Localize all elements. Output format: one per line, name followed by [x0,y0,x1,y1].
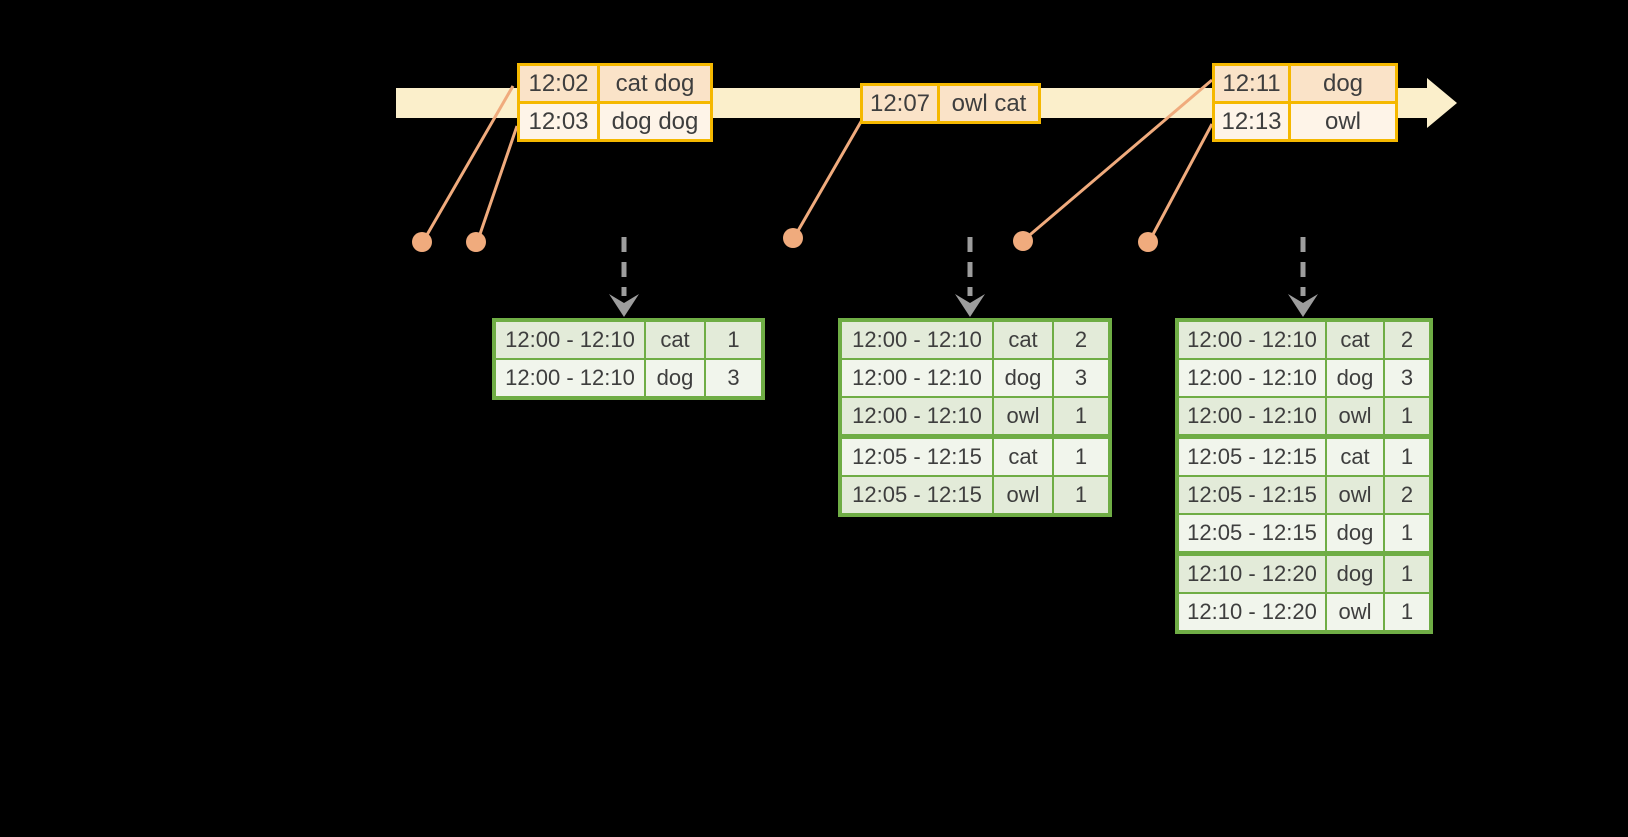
count-cell: 1 [1054,477,1108,513]
result-row: 12:00 - 12:10 owl 1 [1179,396,1429,434]
result-row: 12:10 - 12:20 dog 1 [1179,551,1429,592]
word-cell: cat [1327,439,1385,475]
word-cell: cat [1327,322,1385,358]
trigger-arrowheads [609,294,1318,317]
word-cell: cat [994,439,1054,475]
window-cell: 12:05 - 12:15 [842,477,994,513]
result-row: 12:00 - 12:10 dog 3 [496,358,761,396]
connector-line-1213 [1148,123,1214,241]
word-cell: dog [646,360,706,396]
event-row: 12:07 owl cat [863,86,1038,121]
event-dot-1202 [412,232,432,252]
count-cell: 3 [706,360,761,396]
word-cell: dog [1327,515,1385,551]
event-words: dog dog [600,104,710,139]
window-cell: 12:10 - 12:20 [1179,594,1327,630]
trigger-arrow-shafts [621,237,1306,296]
event-time: 12:02 [520,66,600,101]
window-cell: 12:00 - 12:10 [842,360,994,396]
event-table-1202-1203: 12:02 cat dog 12:03 dog dog [517,63,713,142]
event-row: 12:02 cat dog [520,66,710,101]
event-time: 12:07 [863,86,940,121]
word-cell: owl [994,477,1054,513]
word-cell: dog [994,360,1054,396]
event-dot-1211 [1013,231,1033,251]
result-row: 12:00 - 12:10 owl 1 [842,396,1108,434]
event-words: cat dog [600,66,710,101]
event-connectors [422,78,1214,241]
count-cell: 1 [1054,398,1108,434]
count-cell: 3 [1385,360,1429,396]
window-cell: 12:10 - 12:20 [1179,556,1327,592]
count-cell: 1 [1385,594,1429,630]
window-cell: 12:00 - 12:10 [842,398,994,434]
result-row: 12:00 - 12:10 cat 2 [842,322,1108,358]
word-cell: dog [1327,556,1385,592]
result-row: 12:05 - 12:15 owl 2 [1179,475,1429,513]
event-time: 12:13 [1215,104,1291,139]
word-cell: owl [994,398,1054,434]
count-cell: 1 [1385,515,1429,551]
result-row: 12:05 - 12:15 cat 1 [842,434,1108,475]
window-cell: 12:00 - 12:10 [496,360,646,396]
word-cell: dog [1327,360,1385,396]
event-dot-1203 [466,232,486,252]
event-words: owl cat [940,86,1038,121]
word-cell: owl [1327,594,1385,630]
word-cell: owl [1327,477,1385,513]
window-cell: 12:00 - 12:10 [1179,322,1327,358]
event-table-1211-1213: 12:11 dog 12:13 owl [1212,63,1398,142]
count-cell: 2 [1385,477,1429,513]
trigger-arrowhead-icon-1 [609,294,639,317]
event-words: owl [1291,104,1395,139]
word-cell: cat [994,322,1054,358]
event-dot-1213 [1138,232,1158,252]
count-cell: 1 [1385,398,1429,434]
event-time: 12:03 [520,104,600,139]
result-row: 12:00 - 12:10 cat 1 [496,322,761,358]
window-cell: 12:05 - 12:15 [1179,515,1327,551]
timeline-arrowhead-icon [1427,78,1457,128]
count-cell: 1 [1054,439,1108,475]
count-cell: 1 [1385,556,1429,592]
event-row: 12:11 dog [1215,66,1395,101]
count-cell: 1 [1385,439,1429,475]
event-dot-1207 [783,228,803,248]
trigger-arrowhead-icon-3 [1288,294,1318,317]
connector-line-1207 [793,119,864,237]
window-cell: 12:00 - 12:10 [496,322,646,358]
window-cell: 12:05 - 12:15 [842,439,994,475]
window-cell: 12:05 - 12:15 [1179,439,1327,475]
window-cell: 12:05 - 12:15 [1179,477,1327,513]
count-cell: 1 [706,322,761,358]
connector-line-1203 [476,125,519,241]
connector-line-1202 [422,85,515,241]
event-row: 12:13 owl [1215,101,1395,139]
window-cell: 12:00 - 12:10 [842,322,994,358]
connector-line-1211 [1024,78,1213,241]
event-row: 12:03 dog dog [520,101,710,139]
result-row: 12:05 - 12:15 cat 1 [1179,434,1429,475]
result-row: 12:00 - 12:10 cat 2 [1179,322,1429,358]
result-row: 12:00 - 12:10 dog 3 [842,358,1108,396]
event-dots [412,228,1158,252]
event-table-1207: 12:07 owl cat [860,83,1041,124]
trigger-arrowhead-icon-2 [955,294,985,317]
count-cell: 3 [1054,360,1108,396]
result-row: 12:05 - 12:15 owl 1 [842,475,1108,513]
count-cell: 2 [1054,322,1108,358]
result-table-3: 12:00 - 12:10 cat 2 12:00 - 12:10 dog 3 … [1175,318,1433,634]
window-cell: 12:00 - 12:10 [1179,398,1327,434]
result-row: 12:10 - 12:20 owl 1 [1179,592,1429,630]
result-table-2: 12:00 - 12:10 cat 2 12:00 - 12:10 dog 3 … [838,318,1112,517]
count-cell: 2 [1385,322,1429,358]
word-cell: owl [1327,398,1385,434]
window-cell: 12:00 - 12:10 [1179,360,1327,396]
word-cell: cat [646,322,706,358]
result-table-1: 12:00 - 12:10 cat 1 12:00 - 12:10 dog 3 [492,318,765,400]
result-row: 12:05 - 12:15 dog 1 [1179,513,1429,551]
event-time: 12:11 [1215,66,1291,101]
result-row: 12:00 - 12:10 dog 3 [1179,358,1429,396]
event-words: dog [1291,66,1395,101]
